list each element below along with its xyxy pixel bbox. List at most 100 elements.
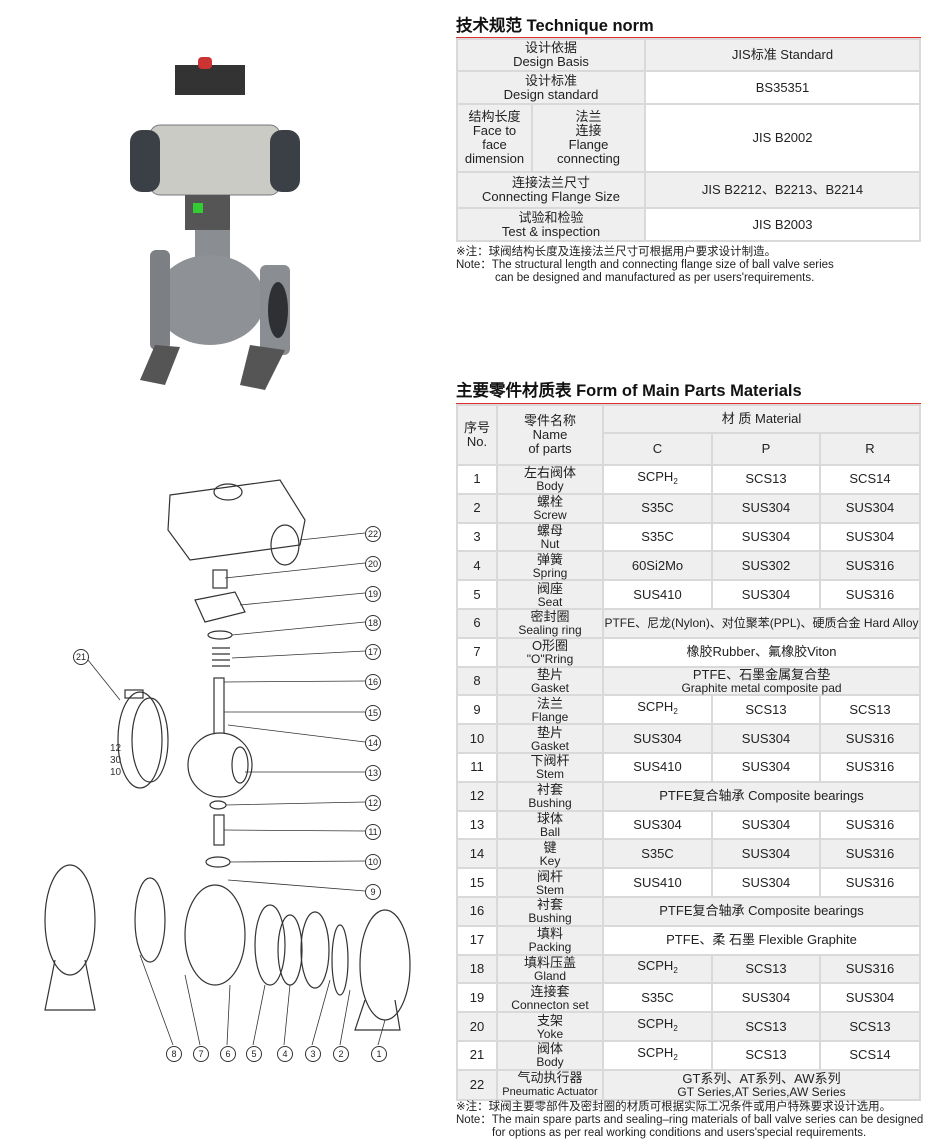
callout-14: 14 (365, 735, 381, 751)
callout-1: 1 (371, 1046, 387, 1062)
name-zh: 支架 (536, 1012, 563, 1028)
header-material: 材 质 Material (602, 404, 921, 434)
name-zh: 球体 (536, 810, 563, 826)
callout-2: 2 (333, 1046, 349, 1062)
callout-18: 18 (365, 615, 381, 631)
header-no-en: No. (466, 434, 488, 449)
parts-note: ※注：球阀主要零部件及密封圈的材质可根据实际工况条件或用户特殊要求设计选用。 N… (456, 1101, 923, 1140)
subscript: 2 (673, 966, 678, 976)
name-zh: 气动执行器 (517, 1069, 583, 1085)
cell-name: O形圈"O"Rring (496, 636, 604, 668)
name-en: Key (539, 853, 561, 868)
header-name-zh: 零件名称 (523, 413, 576, 428)
flange-mark: 10 (110, 767, 122, 778)
label-en: face (482, 137, 507, 152)
name-zh: 螺母 (536, 522, 563, 538)
value-cell: JIS B2003 (644, 207, 921, 242)
callout-17: 17 (365, 644, 381, 660)
name-zh: O形圈 (531, 638, 569, 654)
name-zh: 下阀杆 (530, 753, 570, 769)
name-en: "O"Rring (526, 652, 574, 667)
cell-r: SUS304 (819, 982, 921, 1014)
material-text: PTFE、柔 石墨 Flexible Graphite (666, 932, 857, 948)
name-en: Gasket (530, 738, 569, 753)
cell-r: SCS13 (819, 694, 921, 726)
name-zh: 填料 (536, 926, 563, 942)
material-c: SCPH (637, 1044, 674, 1060)
cell-c: SUS410 (602, 751, 713, 783)
label-zh: 设计标准 (524, 72, 577, 88)
cell-p: SUS304 (711, 751, 821, 783)
cell-no: 6 (456, 607, 498, 639)
cell-c: SCPH2 (602, 694, 713, 726)
label-en: Test & inspection (501, 223, 601, 239)
cell-material-all: PTFE、柔 石墨 Flexible Graphite (602, 924, 921, 956)
note-en: can be designed and manufactured as per … (495, 272, 815, 284)
header-name-en: Name (532, 427, 568, 442)
cell-p: SCS13 (711, 694, 821, 726)
material-c: SCPH (637, 958, 674, 974)
callout-19: 19 (365, 586, 381, 602)
cell-no: 17 (456, 924, 498, 956)
material-c: S35C (641, 989, 674, 1005)
cell-no: 5 (456, 579, 498, 610)
label-zh: 法兰 (575, 109, 602, 124)
divider (456, 403, 921, 405)
technique-title: 技术规范 Technique norm (456, 17, 654, 35)
callout-16: 16 (365, 674, 381, 690)
cell-c: SUS410 (602, 867, 713, 898)
note-en: for options as per real working conditio… (492, 1127, 867, 1139)
callout-7: 7 (193, 1046, 209, 1062)
cell-r: SUS316 (819, 579, 921, 610)
cell-p: SUS304 (711, 579, 821, 610)
name-en: Yoke (536, 1026, 564, 1041)
header-name-en: of parts (528, 441, 572, 456)
callout-5: 5 (246, 1046, 262, 1062)
callout-13: 13 (365, 765, 381, 781)
subscript: 2 (673, 1052, 678, 1062)
name-en: Packing (528, 940, 572, 955)
material-text: 橡胶Rubber、氟橡胶Viton (686, 644, 837, 660)
name-zh: 衬套 (536, 782, 563, 798)
cell-no: 12 (456, 780, 498, 812)
callout-12: 12 (365, 795, 381, 811)
name-en: Stem (535, 767, 564, 782)
cell-c: S35C (602, 521, 713, 553)
cell-c: 60Si2Mo (602, 550, 713, 582)
cell-c: SCPH2 (602, 1011, 713, 1042)
name-en: Body (536, 1055, 564, 1070)
material-c: SCPH (637, 468, 674, 484)
cell-r: SUS316 (819, 867, 921, 898)
callout-4: 4 (277, 1046, 293, 1062)
cell-c: SUS304 (602, 809, 713, 841)
cell-c: S35C (602, 492, 713, 524)
cell-no: 22 (456, 1068, 498, 1101)
cell-no: 2 (456, 492, 498, 524)
cell-p: SUS304 (711, 867, 821, 898)
name-en: Seat (537, 594, 563, 609)
